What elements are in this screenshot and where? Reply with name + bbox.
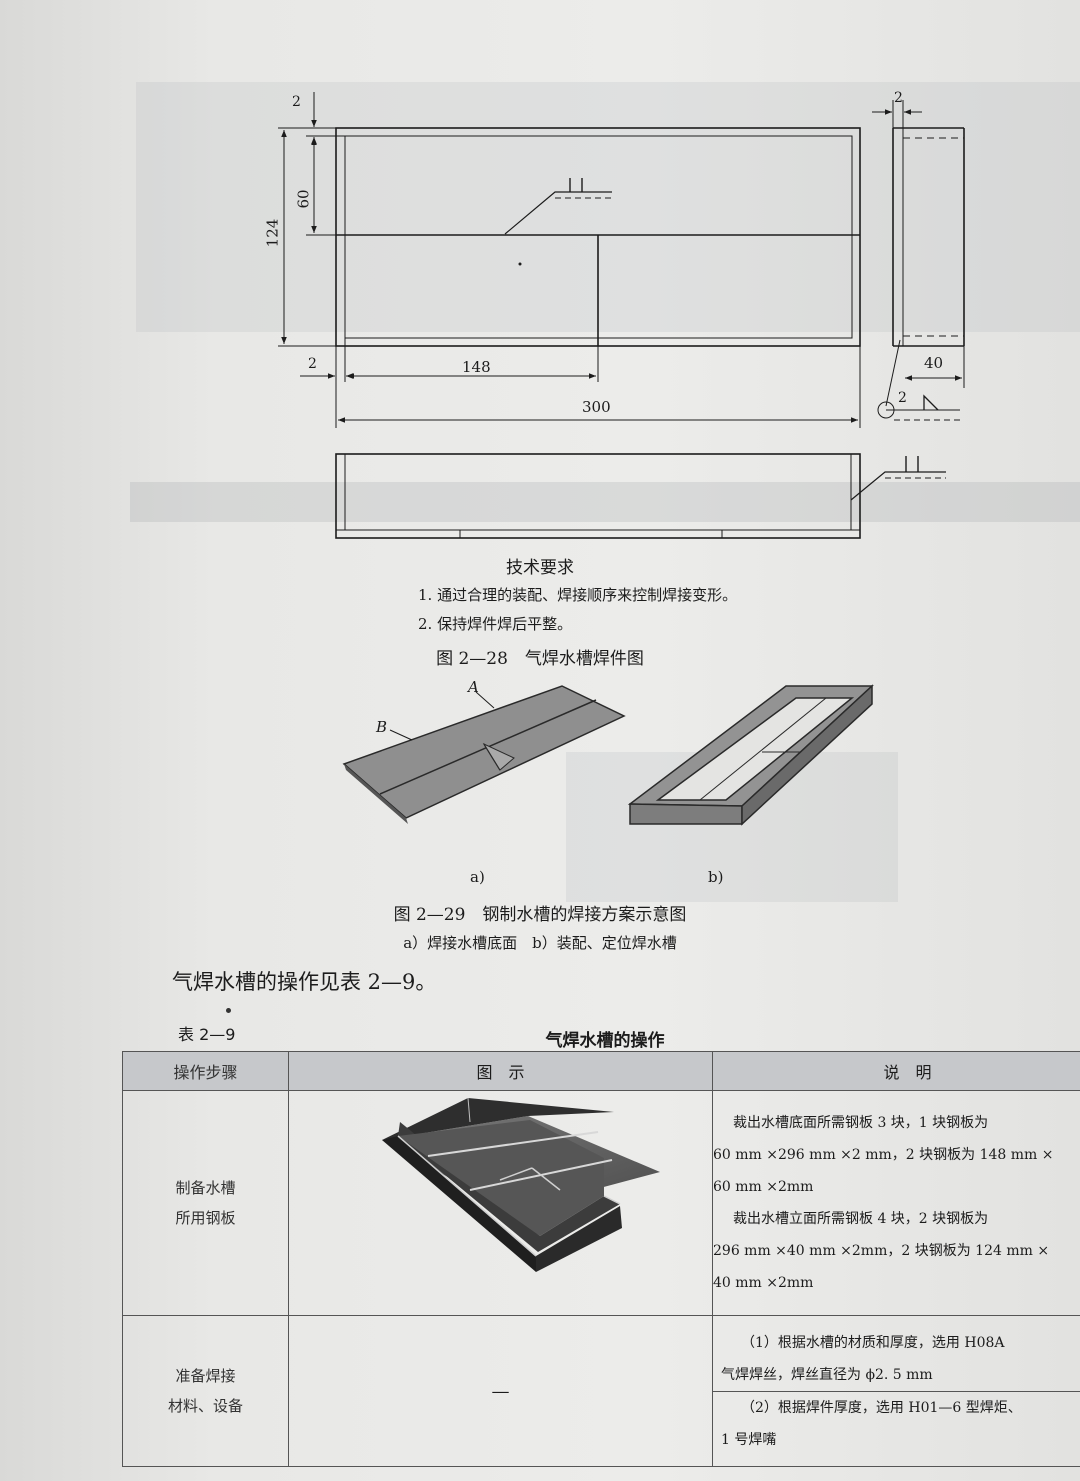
emphasis-dot: [226, 1008, 231, 1013]
step-cell: 准备焊接 材料、设备: [122, 1315, 289, 1467]
figure-228-caption: 图 2—28 气焊水槽焊件图: [436, 649, 644, 669]
figure-cell: [288, 1090, 713, 1316]
bleed-through-shade: [136, 82, 1080, 332]
desc-line: 1 号焊嘴: [721, 1431, 777, 1448]
header-figure: 图 示: [288, 1051, 713, 1091]
side-view: [892, 127, 965, 347]
bottom-view: [335, 453, 946, 539]
intro-text: 气焊水槽的操作见表 2—9。: [172, 970, 437, 994]
panel-b-label: b): [708, 868, 724, 886]
desc-line: （2）根据焊件厚度，选用 H01—6 型焊炬、: [741, 1399, 1022, 1416]
figure-229-caption: 图 2—29 钢制水槽的焊接方案示意图: [393, 905, 687, 925]
label-b-mark: B: [376, 718, 388, 736]
desc-line: 裁出水槽立面所需钢板 4 块，2 块钢板为: [733, 1211, 989, 1227]
label-a-mark: A: [468, 678, 479, 696]
dim-side-thickness: 2: [894, 90, 903, 106]
desc-cell: （1）根据水槽的材质和厚度，选用 H08A 气焊焊丝，焊丝直径为 ϕ2. 5 m…: [712, 1315, 1080, 1467]
desc-line: 40 mm ×2mm: [713, 1275, 814, 1291]
bleed-through-shade: [130, 482, 1080, 522]
front-view: [335, 127, 861, 347]
desc-cell: 裁出水槽底面所需钢板 3 块，1 块钢板为 60 mm ×296 mm ×2 m…: [712, 1090, 1080, 1316]
step-line: 所用钢板: [175, 1209, 236, 1227]
desc-line: （1）根据水槽的材质和厚度，选用 H08A: [741, 1334, 1005, 1351]
tech-requirement-item: 2. 保持焊件焊后平整。: [418, 615, 573, 633]
dim-weld-leg: 2: [898, 390, 907, 406]
table-number: 表 2—9: [178, 1025, 236, 1044]
figure-cell: —: [288, 1315, 713, 1467]
table-header-row: 操作步骤 图 示 说 明: [122, 1051, 1080, 1091]
dim-top-thickness: 2: [292, 94, 301, 110]
desc-line: 裁出水槽底面所需钢板 3 块，1 块钢板为: [733, 1115, 989, 1131]
front-dimensions: [278, 92, 861, 428]
table-title: 气焊水槽的操作: [545, 1031, 665, 1051]
dim-left-thickness: 2: [308, 356, 317, 372]
figure-229b-tank: [627, 684, 874, 826]
tech-requirements-title: 技术要求: [506, 558, 574, 578]
desc-line: 60 mm ×2mm: [713, 1179, 814, 1195]
dim-side-width: 40: [924, 354, 944, 372]
figure-229-subcaption: a）焊接水槽底面 b）装配、定位焊水槽: [403, 934, 677, 952]
step-line: 制备水槽: [175, 1179, 236, 1197]
header-step: 操作步骤: [122, 1051, 289, 1091]
step-line: 材料、设备: [167, 1397, 243, 1415]
figure-229a-plates: [342, 685, 626, 824]
table-row: 制备水槽 所用钢板 裁出水槽底面所需钢板 3 块，1 块钢板为 60 mm ×2…: [122, 1090, 1080, 1316]
header-desc: 说 明: [712, 1051, 1080, 1091]
tech-requirement-item: 1. 通过合理的装配、焊接顺序来控制焊接变形。: [418, 586, 738, 604]
desc-line: 气焊焊丝，焊丝直径为 ϕ2. 5 mm: [721, 1366, 933, 1383]
desc-line: 296 mm ×40 mm ×2mm，2 块钢板为 124 mm ×: [713, 1243, 1050, 1259]
dim-total-height: 124: [263, 218, 282, 248]
dim-inner-width: 148: [462, 358, 491, 376]
operations-table: 操作步骤 图 示 说 明 制备水槽 所用钢板 裁出水槽底面所需钢板 3 块，1 …: [122, 1051, 1080, 1467]
step-cell: 制备水槽 所用钢板: [122, 1090, 289, 1316]
side-dimensions: [872, 100, 965, 421]
desc-line: 60 mm ×296 mm ×2 mm，2 块钢板为 148 mm ×: [713, 1147, 1054, 1163]
dim-total-width: 300: [582, 398, 611, 416]
step-line: 准备焊接: [175, 1367, 236, 1385]
panel-a-label: a): [470, 868, 485, 886]
table-row: 准备焊接 材料、设备 — （1）根据水槽的材质和厚度，选用 H08A 气焊焊丝，…: [122, 1315, 1080, 1467]
dim-upper-height: 60: [294, 189, 313, 209]
